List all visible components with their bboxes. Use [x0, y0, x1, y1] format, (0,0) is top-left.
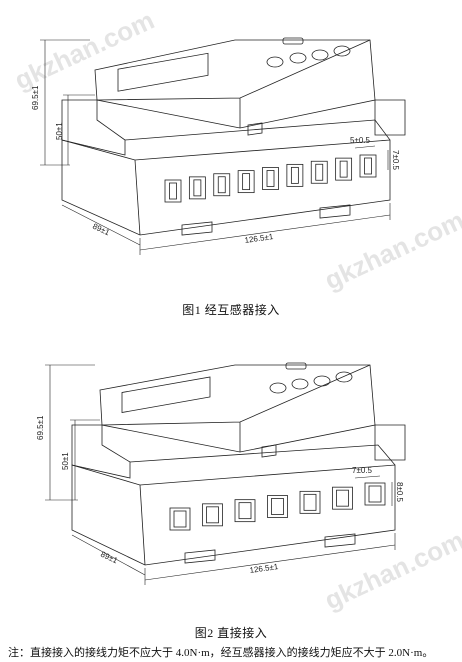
figure-2-caption: 图2 直接接入: [194, 626, 268, 640]
terminal-screw: [238, 502, 252, 520]
terminal-slot: [169, 507, 191, 531]
terminal-slot: [164, 179, 182, 203]
terminal-screw: [206, 506, 219, 524]
body-edge: [134, 159, 141, 236]
figure-2: gkzhan.com 69.5±1 50±1 89±1 126.: [0, 330, 462, 620]
terminal-screw: [271, 498, 284, 515]
torque-note: 注：直接接入的接线力矩不应大于 4.0N·m，经互感器接入的接线力矩应不大于 2…: [8, 647, 434, 659]
dim-height-total: 69.5±1: [31, 85, 40, 110]
left-shoulder: [61, 99, 126, 156]
watermark: gkzhan.com: [320, 525, 462, 616]
terminal-screw: [193, 179, 202, 197]
meter-drawing-1: gkzhan.com gkzhan.com: [10, 5, 462, 296]
terminal-screw: [368, 485, 382, 503]
terminal-screw: [242, 173, 251, 191]
terminal-slot: [286, 163, 304, 187]
terminal-screw: [169, 182, 177, 200]
figure-1: gkzhan.com gkzhan.com: [0, 0, 462, 300]
terminal-screw: [173, 510, 187, 528]
din-clip-left: [181, 221, 213, 236]
dimension-lines: [45, 364, 396, 585]
terminal-slot: [234, 499, 256, 523]
terminal-slot: [267, 495, 288, 518]
terminal-screw: [336, 489, 349, 507]
top-cover-edge: [101, 364, 371, 452]
terminal-slot: [332, 486, 353, 510]
dim-height-total: 69.5±1: [36, 415, 45, 440]
dim-height-body: 50±1: [61, 452, 70, 470]
top-cover: [99, 364, 376, 453]
body-top-edge: [124, 119, 391, 141]
buttons: [266, 37, 351, 68]
buttons: [269, 362, 353, 394]
dim-depth: 89±1: [99, 550, 119, 566]
terminal-slot: [213, 173, 231, 197]
lcd-window: [121, 376, 211, 413]
dim-terminal-h: 7±0.5: [391, 150, 400, 171]
din-clip-right: [324, 533, 356, 548]
top-cover: [94, 39, 376, 129]
terminal-block: [164, 154, 377, 203]
dim-width: 126.5±1: [249, 562, 279, 575]
dim-terminal-h: 8±0.5: [395, 482, 404, 503]
top-cover-edge: [96, 39, 371, 128]
terminal-screw: [266, 170, 275, 187]
watermark: gkzhan.com: [10, 5, 159, 96]
body-edge: [139, 484, 146, 566]
left-shoulder: [71, 424, 131, 479]
seal-hook: [261, 444, 277, 458]
watermark: gkzhan.com: [320, 205, 462, 296]
dim-terminal-w: 5±0.5: [350, 136, 371, 145]
terminal-slot: [364, 482, 386, 506]
terminal-screw: [217, 176, 226, 194]
terminal-screw: [364, 157, 372, 175]
terminal-block: [169, 482, 386, 531]
dim-height-body: 50±1: [55, 122, 64, 140]
seal-hook: [247, 122, 263, 136]
main-body: [61, 139, 391, 236]
figure-1-caption: 图1 经互感器接入: [182, 303, 280, 317]
terminal-slot: [335, 157, 353, 181]
dim-terminal-w: 7±0.5: [352, 466, 373, 475]
terminal-slot: [359, 154, 377, 178]
terminal-screw: [315, 163, 324, 181]
din-clip-left: [184, 549, 216, 564]
terminal-slot: [299, 490, 321, 514]
dim-depth: 89±1: [91, 222, 111, 238]
meter-drawing-2: gkzhan.com 69.5±1 50±1 89±1 126.: [36, 362, 462, 616]
terminal-slot: [310, 160, 328, 184]
terminal-screw: [290, 166, 299, 184]
din-clip-right: [319, 204, 351, 219]
right-shoulder: [374, 99, 406, 136]
terminal-slot: [262, 167, 279, 190]
terminal-slot: [237, 170, 255, 194]
terminal-screw: [339, 160, 348, 178]
terminal-screw: [303, 493, 317, 511]
dimension-lines: [40, 39, 391, 255]
terminal-slot: [188, 176, 206, 200]
main-body: [71, 464, 396, 566]
terminal-slot: [202, 503, 223, 527]
right-shoulder: [374, 424, 406, 461]
dim-width: 126.5±1: [244, 232, 274, 245]
lcd-window: [117, 52, 209, 92]
body-top-edge: [129, 444, 396, 466]
